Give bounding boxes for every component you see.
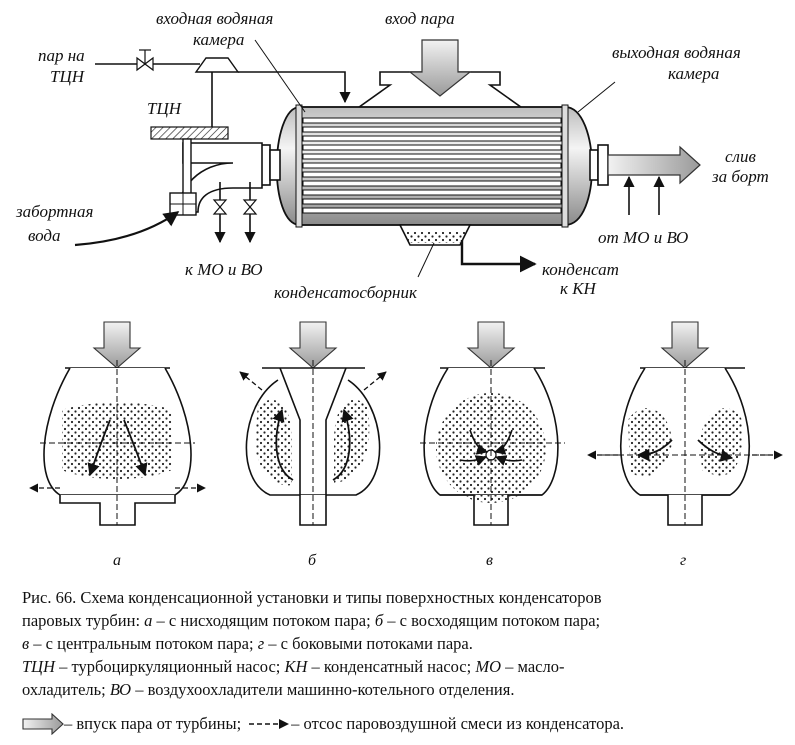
label-steam-bypass: пар на <box>38 46 85 65</box>
label-sea-water: забортная <box>15 202 93 221</box>
label-condensate: конденсат <box>542 260 619 279</box>
abbr-kn: КН <box>284 657 308 676</box>
caption-letter-b: б <box>374 611 384 630</box>
legend: – впуск пара от турбины; – отсос паровоз… <box>22 711 624 737</box>
caption-letter-a: а <box>144 611 153 630</box>
label-to-mo-vo: к МО и ВО <box>185 260 263 279</box>
label-inlet-chamber: входная водяная <box>156 9 273 28</box>
caption-letter-g: г <box>257 634 265 653</box>
label-inlet-chamber-2: камера <box>193 30 244 49</box>
caption-text: паровых турбин: <box>22 611 145 630</box>
caption-text: охладитель; <box>22 680 110 699</box>
variant-label-a: а <box>113 552 121 569</box>
legend-steam-inlet: – впуск пара от турбины; <box>64 714 242 733</box>
abbr-vo: ВО <box>109 680 132 699</box>
label-overboard-2: за борт <box>711 167 769 186</box>
variant-c <box>420 321 565 526</box>
label-condensate-2: к КН <box>560 279 597 298</box>
label-steam-bypass-2: ТЦН <box>50 67 86 86</box>
label-hotwell: конденсатосборник <box>274 283 418 302</box>
label-outlet-chamber-2: камера <box>668 64 719 83</box>
caption-text: – конденсатный насос; <box>307 657 476 676</box>
caption-text: – с нисходящим потоком пара; <box>152 611 375 630</box>
variant-label-c: в <box>486 552 493 569</box>
abbr-mo: МО <box>475 657 502 676</box>
caption-text: – с восходящим потоком пара; <box>383 611 601 630</box>
label-steam-inlet: вход пара <box>385 9 455 28</box>
turbine-drive <box>194 57 240 73</box>
outlet-water-chamber <box>564 106 593 226</box>
condenser-diagram: пар на ТЦН входная водяная камера вход п… <box>15 9 783 569</box>
overboard-arrow <box>607 145 701 185</box>
legend-air-suction: – отсос паровоздушной смеси из конденсат… <box>291 714 625 733</box>
caption-line-1: Рис. 66. Схема конденсационной установки… <box>22 588 602 607</box>
air-suction-legend-icon <box>249 719 290 729</box>
variant-label-g: г <box>680 552 686 569</box>
variant-g <box>587 321 783 526</box>
tube-bundle <box>302 117 562 214</box>
caption-text: – с центральным потоком пара; <box>29 634 258 653</box>
condenser-scheme <box>74 39 701 278</box>
variant-label-b: б <box>308 552 317 569</box>
caption-line-4: ТЦН – турбоциркуляционный насос; КН – ко… <box>22 655 782 678</box>
caption-text: – с боковыми потоками пара. <box>264 634 473 653</box>
caption-line-5: охладитель; ВО – воздухоохладители машин… <box>22 678 782 701</box>
caption-text: – воздухоохладители машинно-котельного о… <box>131 680 515 699</box>
caption-text: – масло- <box>501 657 565 676</box>
variant-a <box>29 321 206 526</box>
caption-letter-c: в <box>22 634 30 653</box>
steam-inlet-arrow <box>408 39 472 97</box>
label-overboard: слив <box>725 147 756 166</box>
caption-line-3: в – с центральным потоком пара; г – с бо… <box>22 632 782 655</box>
label-tcn: ТЦН <box>147 99 183 118</box>
figure-caption: Рис. 66. Схема конденсационной установки… <box>22 586 782 701</box>
label-outlet-chamber: выходная водяная <box>612 43 741 62</box>
variant-b <box>239 321 387 526</box>
abbr-tcn: ТЦН <box>22 657 56 676</box>
caption-text: – турбоциркуляционный насос; <box>55 657 285 676</box>
label-sea-water-2: вода <box>28 226 61 245</box>
steam-inlet-legend-icon <box>22 713 64 735</box>
label-from-mo-vo: от МО и ВО <box>598 228 688 247</box>
caption-line-2: паровых турбин: а – с нисходящим потоком… <box>22 609 782 632</box>
